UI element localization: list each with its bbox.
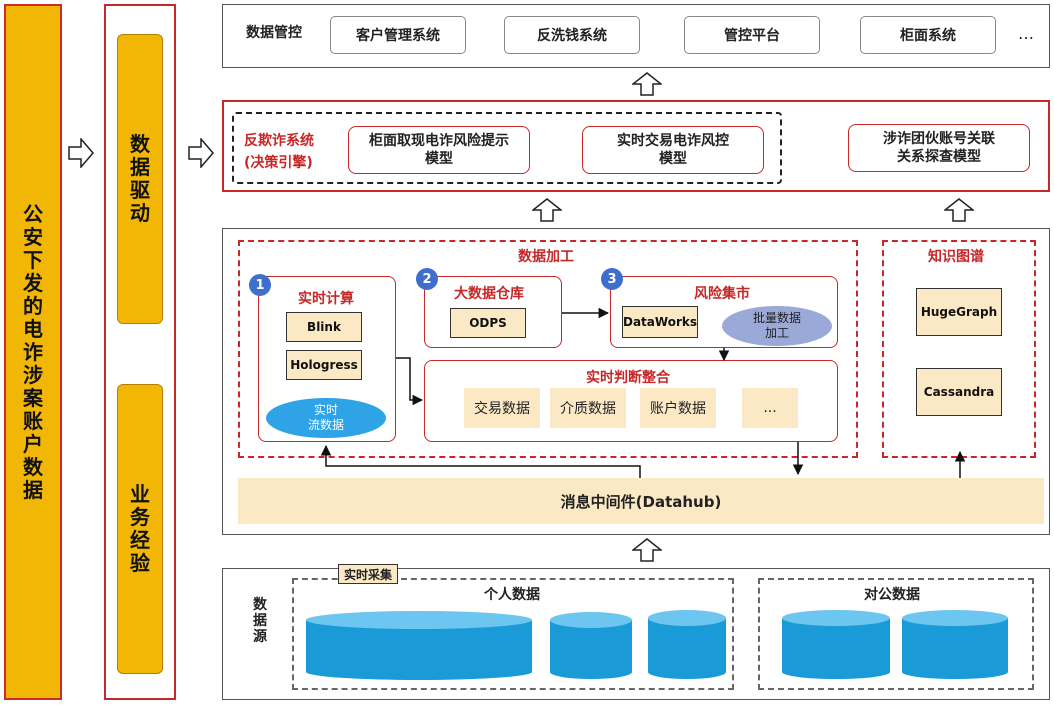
- realtime-compute-title: 实时计算: [298, 291, 354, 307]
- more-systems-ellipsis: …: [1018, 24, 1034, 43]
- stream-label: 流数据: [307, 418, 344, 432]
- customer-management-system-box: 客户管理系统: [330, 16, 466, 54]
- realtime-transaction-risk-model: 实时交易电诈风控模型: [582, 126, 764, 174]
- personal-data-frame: [292, 578, 734, 690]
- core-system-label: 核心系统: [924, 633, 980, 649]
- corporate-data-frame: [758, 578, 1034, 690]
- driver-char: 业: [130, 482, 150, 506]
- left-pillar-char: 公: [23, 201, 43, 226]
- model-label: 实时交易电诈风控: [617, 132, 729, 149]
- data-source-char: 数: [253, 596, 267, 613]
- model-label: 模型: [425, 151, 453, 167]
- model-label: 关系探查模型: [897, 149, 981, 165]
- model-label: 柜面取现电诈风险提示: [369, 132, 509, 149]
- up-arrow-icon: [632, 538, 662, 562]
- driver-frame: [104, 4, 176, 700]
- account-data-cell: 账户数据: [640, 388, 716, 428]
- left-pillar-char: 安: [23, 224, 43, 249]
- driver-char: 经: [130, 528, 150, 552]
- realtime-judgement-title: 实时判断整合: [586, 370, 670, 386]
- left-pillar-char: 案: [23, 385, 43, 410]
- data-source-char: 源: [253, 629, 267, 646]
- anti-fraud-title-line2: (决策引擎): [244, 155, 313, 172]
- hologress-tag: Hologress: [286, 350, 362, 380]
- realtime-stream-ellipse: 实时流数据: [266, 398, 386, 438]
- realtime-collect-tag: 实时采集: [338, 564, 398, 584]
- left-pillar-char: 账: [23, 408, 43, 433]
- system-label: 客户管理系统: [356, 28, 440, 44]
- counter-withdrawal-risk-model: 柜面取现电诈风险提示模型: [348, 126, 530, 174]
- more-data-cell: ...: [742, 388, 798, 428]
- blink-tag: Blink: [286, 312, 362, 342]
- left-pillar-char: 的: [23, 293, 43, 318]
- left-pillar-char: 数: [23, 454, 43, 479]
- step-2-badge: 2: [416, 268, 438, 290]
- system-label: 反洗钱系统: [537, 28, 607, 44]
- data-source-title: 数 据 源: [248, 594, 272, 648]
- step-1-badge: 1: [249, 274, 271, 296]
- counter-system-box: 柜面系统: [860, 16, 996, 54]
- enterprise-ebank-label: 企业网银: [802, 633, 858, 649]
- transaction-data-cell: 交易数据: [464, 388, 540, 428]
- corporate-data-title: 对公数据: [864, 587, 920, 603]
- step-3-badge: 3: [601, 268, 623, 290]
- knowledge-graph-frame: [882, 240, 1036, 458]
- knowledge-graph-title: 知识图谱: [928, 249, 984, 265]
- up-arrow-icon: [632, 72, 662, 96]
- atm-label: ATM: [670, 630, 704, 646]
- anti-fraud-title-line1: 反欺诈系统: [244, 133, 314, 149]
- right-arrow-icon: [68, 138, 94, 168]
- anti-fraud-title: 反欺诈系统 (决策引擎): [244, 130, 314, 175]
- unified-payment-label: 统一支付: [370, 633, 426, 649]
- datahub-message-middleware: 消息中间件(Datahub): [238, 478, 1044, 524]
- odps-tag: ODPS: [450, 308, 526, 338]
- medium-data-cell: 介质数据: [550, 388, 626, 428]
- driver-char: 据: [130, 155, 150, 179]
- left-pillar-char: 电: [23, 316, 43, 341]
- stream-label: 实时: [313, 403, 338, 417]
- unionpay-label: 银联: [574, 635, 602, 651]
- dataworks-tag: DataWorks: [622, 306, 698, 338]
- left-pillar-char: 据: [23, 477, 43, 502]
- system-label: 柜面系统: [900, 28, 956, 44]
- hugegraph-tag: HugeGraph: [916, 288, 1002, 336]
- left-pillar-char: 发: [23, 270, 43, 295]
- left-pillar-char: 下: [23, 247, 43, 272]
- control-platform-box: 管控平台: [684, 16, 820, 54]
- cassandra-tag: Cassandra: [916, 368, 1002, 416]
- personal-data-title: 个人数据: [484, 587, 540, 603]
- right-arrow-icon: [188, 138, 214, 168]
- model-label: 模型: [659, 151, 687, 167]
- decision-engine-frame: [232, 112, 782, 184]
- left-pillar-char: 涉: [23, 362, 43, 387]
- system-label: 管控平台: [724, 28, 780, 44]
- data-processing-title: 数据加工: [518, 249, 574, 265]
- fraud-gang-account-model: 涉诈团伙账号关联关系探查模型: [848, 124, 1030, 172]
- left-pillar-text: 公 安 下 发 的 电 诈 涉 案 账 户 数 据: [6, 6, 60, 698]
- up-arrow-icon: [944, 198, 974, 222]
- model-label: 涉诈团伙账号关联: [883, 130, 995, 147]
- driver-char: 动: [130, 201, 150, 225]
- batch-label: 加工: [764, 326, 789, 340]
- anti-money-laundering-system-box: 反洗钱系统: [504, 16, 640, 54]
- big-data-warehouse-title: 大数据仓库: [454, 286, 524, 302]
- driver-char: 验: [130, 551, 150, 575]
- left-pillar-char: 诈: [23, 339, 43, 364]
- data-driven-box: 数 据 驱 动: [117, 34, 163, 324]
- up-arrow-icon: [532, 198, 562, 222]
- risk-mart-title: 风险集市: [694, 286, 750, 302]
- data-source-char: 据: [253, 612, 267, 629]
- left-pillar-char: 户: [23, 431, 43, 456]
- driver-char: 数: [130, 132, 150, 156]
- driver-char: 务: [130, 505, 150, 529]
- left-pillar-police-fraud-data: 公 安 下 发 的 电 诈 涉 案 账 户 数 据: [4, 4, 62, 700]
- batch-processing-ellipse: 批量数据加工: [722, 306, 832, 346]
- data-governance-title: 数据管控: [246, 25, 302, 41]
- batch-label: 批量数据: [752, 311, 801, 325]
- driver-char: 驱: [130, 178, 150, 202]
- business-experience-box: 业 务 经 验: [117, 384, 163, 674]
